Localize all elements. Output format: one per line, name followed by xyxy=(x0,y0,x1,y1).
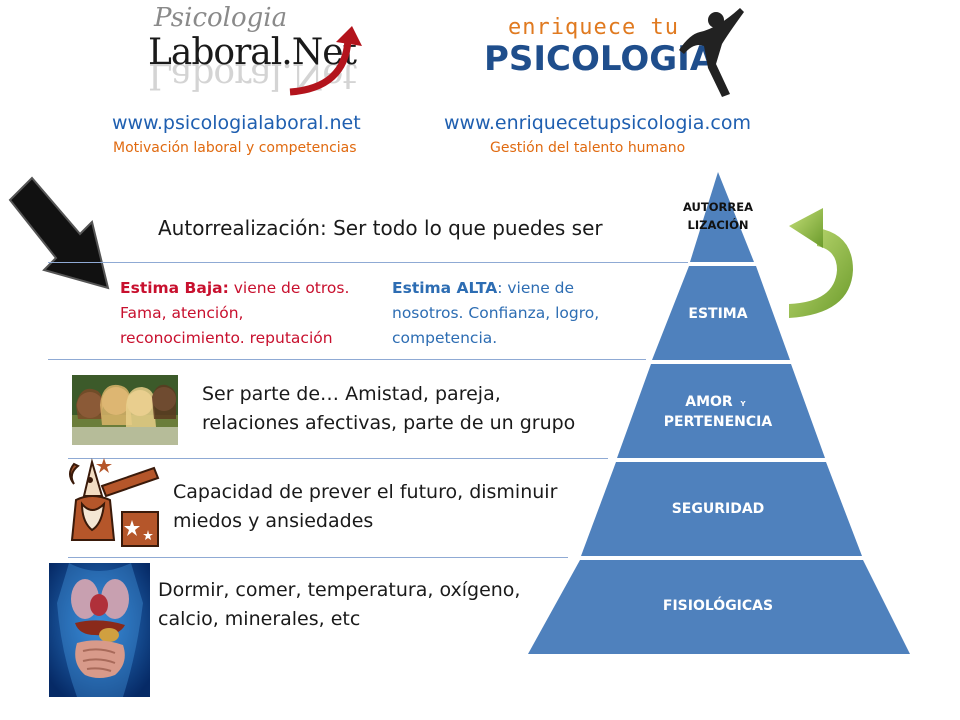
high-esteem-body: : viene de nosotros. Confianza, logro, c… xyxy=(392,279,600,347)
svg-text:Psicologia: Psicologia xyxy=(153,3,287,33)
pyramid-label-estima: ESTIMA xyxy=(688,306,747,322)
safety-text: Capacidad de prever el futuro, disminuir… xyxy=(173,481,558,532)
pyramid-tier-estima xyxy=(652,266,790,360)
belonging-text: Ser parte de… Amistad, pareja, relacione… xyxy=(202,383,576,434)
low-esteem-text: Estima Baja: viene de otros. Fama, atenc… xyxy=(120,276,370,351)
black-arrow-icon xyxy=(8,170,120,295)
high-esteem-text: Estima ALTA: viene de nosotros. Confianz… xyxy=(392,276,632,351)
low-esteem-body: viene de otros. Fama, atención, reconoci… xyxy=(120,279,350,347)
pyramid-label-amor: AMOR xyxy=(685,394,733,410)
pyramid-label-y: Y xyxy=(739,400,746,408)
pyramid-tier-autorrealizacion xyxy=(690,172,754,262)
pyramid-label-lizacion: LIZACIÓN xyxy=(688,217,749,232)
green-curved-arrow-icon xyxy=(783,206,863,328)
high-esteem-label: Estima ALTA xyxy=(392,279,498,297)
separator-line xyxy=(68,557,568,558)
svg-text:Laboral.Net: Laboral.Net xyxy=(148,55,358,96)
url-psicologialaboral[interactable]: www.psicologialaboral.net xyxy=(112,112,361,134)
svg-text:Laboral.Net: Laboral.Net xyxy=(148,32,358,73)
physiological-text: Dormir, comer, temperatura, oxígeno, cal… xyxy=(158,579,521,630)
url-enriquecetupsicologia[interactable]: www.enriquecetupsicologia.com xyxy=(444,112,751,134)
separator-line xyxy=(48,262,688,263)
pyramid-tier-amor xyxy=(617,364,825,458)
separator-line xyxy=(48,359,646,360)
pyramid-label-seguridad: SEGURIDAD xyxy=(672,501,765,517)
pyramid-tier-fisiologicas xyxy=(528,560,910,654)
logo-enriquece-tu-psicologia: enriquece tu PSICOLOGIA xyxy=(478,2,758,102)
pyramid-tier-seguridad xyxy=(581,462,862,556)
astronomer-illustration xyxy=(62,456,162,552)
pyramid-label-fisiologicas: FISIOLÓGICAS xyxy=(663,596,773,614)
pyramid-label-pertenencia: PERTENENCIA xyxy=(664,414,773,430)
pyramid-label-autorrea: AUTORREA xyxy=(683,200,753,214)
svg-text:PSICOLOGIA: PSICOLOGIA xyxy=(484,39,717,79)
svg-text:enriquece tu: enriquece tu xyxy=(508,15,679,40)
tagline-gestion: Gestión del talento humano xyxy=(490,140,686,156)
tagline-motivacion: Motivación laboral y competencias xyxy=(113,140,357,156)
maslow-pyramid: AUTORREA LIZACIÓN ESTIMA AMOR Y PERTENEN… xyxy=(527,170,912,656)
separator-line xyxy=(68,458,608,459)
self-actualization-text: Autorrealización: Ser todo lo que puedes… xyxy=(158,216,603,240)
anatomy-illustration xyxy=(49,563,150,697)
friends-photo xyxy=(72,375,178,445)
logo-psicologia-laboral: Psicologia Laboral.Net Laboral.Net xyxy=(140,0,370,105)
low-esteem-label: Estima Baja: xyxy=(120,279,229,297)
